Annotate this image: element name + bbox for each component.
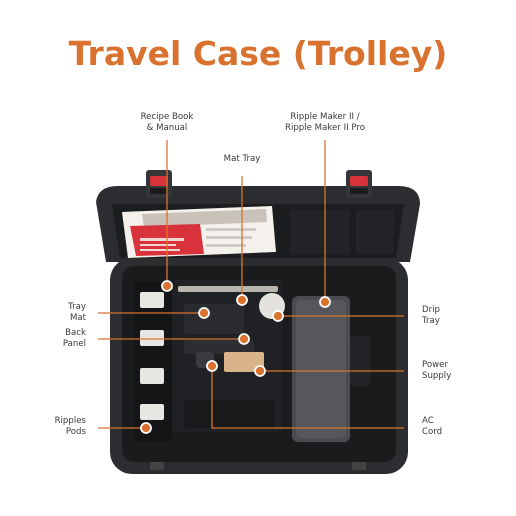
latch-left [146, 170, 172, 198]
callout-lines [98, 140, 404, 429]
diagram-title: Travel Case (Trolley) [68, 34, 448, 73]
latch-right [346, 170, 372, 198]
callout-dots [140, 280, 331, 434]
recipe-book-image [122, 206, 276, 258]
label-ripple-maker: Ripple Maker II /Ripple Maker II Pro [284, 112, 365, 133]
label-mat-tray: Mat Tray [223, 154, 261, 164]
label-recipe-book: Recipe Book& Manual [140, 112, 194, 133]
case-lid [96, 186, 420, 262]
ripple-maker-image [292, 296, 370, 442]
ripples-pods-image [134, 282, 172, 442]
